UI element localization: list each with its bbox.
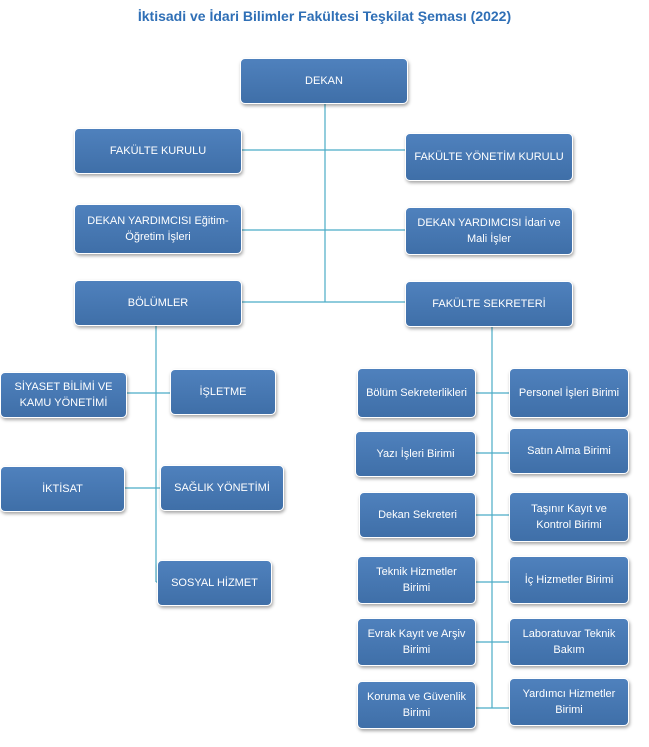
sosyal-hizmet-box: SOSYAL HİZMET (157, 560, 272, 606)
bolum-sekreterlikleri-box: Bölüm Sekreterlikleri (357, 368, 476, 418)
fakulte-yonetim-kurulu-box: FAKÜLTE YÖNETİM KURULU (405, 133, 573, 181)
koruma-guvenlik-box: Koruma ve Güvenlik Birimi (357, 681, 476, 729)
page-title: İktisadi ve İdari Bilimler Fakültesi Teş… (137, 8, 512, 24)
ic-hizmetler-box: İç Hizmetler Birimi (509, 556, 629, 604)
dekan-sekreteri-box: Dekan Sekreteri (359, 492, 476, 538)
laboratuvar-box: Laboratuvar Teknik Bakım (509, 618, 629, 666)
siyaset-bilimi-box: SİYASET BİLİMİ VE KAMU YÖNETİMİ (0, 372, 127, 418)
dekan-yardimcisi-egitim-box: DEKAN YARDIMCISI Eğitim-Öğretim İşleri (74, 204, 242, 254)
bolumler-box: BÖLÜMLER (74, 280, 242, 326)
tasinir-kayit-box: Taşınır Kayıt ve Kontrol Birimi (509, 492, 629, 542)
personel-isleri-box: Personel İşleri Birimi (509, 368, 629, 418)
evrak-kayit-box: Evrak Kayıt ve Arşiv Birimi (357, 618, 476, 666)
fakulte-sekreteri-box: FAKÜLTE SEKRETERİ (405, 281, 573, 327)
saglik-yonetimi-box: SAĞLIK YÖNETİMİ (160, 465, 284, 511)
yazi-isleri-box: Yazı İşleri Birimi (355, 431, 476, 477)
satin-alma-box: Satın Alma Birimi (509, 428, 629, 474)
iktisat-box: İKTİSAT (0, 466, 125, 512)
teknik-hizmetler-box: Teknik Hizmetler Birimi (357, 556, 476, 604)
isletme-box: İŞLETME (170, 369, 276, 415)
dekan-yardimcisi-idari-box: DEKAN YARDIMCISI İdari ve Mali İşler (405, 207, 573, 255)
fakulte-kurulu-box: FAKÜLTE KURULU (74, 128, 242, 174)
yardimci-hizmetler-box: Yardımcı Hizmetler Birimi (509, 678, 629, 726)
dekan-box: DEKAN (240, 58, 408, 104)
